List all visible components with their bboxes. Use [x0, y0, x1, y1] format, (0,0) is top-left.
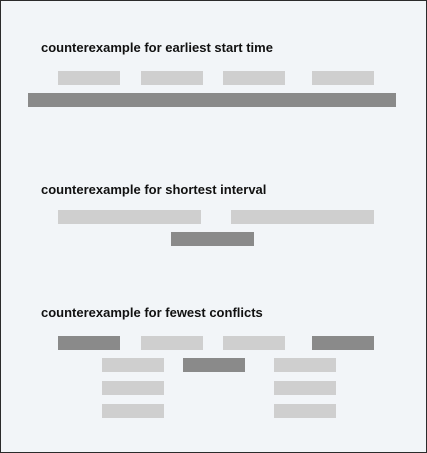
interval-bar: [231, 210, 374, 224]
interval-bar: [102, 381, 164, 395]
interval-bar-selected: [171, 232, 254, 246]
panel-title-fewest-conflicts: counterexample for fewest conflicts: [41, 305, 263, 320]
interval-bar-selected: [58, 336, 120, 350]
interval-bar: [223, 71, 285, 85]
interval-bar: [141, 336, 203, 350]
interval-bar: [274, 381, 336, 395]
interval-bar: [141, 71, 203, 85]
interval-bar: [223, 336, 285, 350]
interval-bar-selected: [28, 93, 396, 107]
interval-bar: [274, 404, 336, 418]
interval-bar: [102, 358, 164, 372]
interval-bar-selected: [183, 358, 245, 372]
panel-title-shortest-interval: counterexample for shortest interval: [41, 182, 267, 197]
interval-bar: [58, 210, 201, 224]
interval-bar-selected: [312, 336, 374, 350]
interval-bar: [312, 71, 374, 85]
panel-title-earliest-start: counterexample for earliest start time: [41, 40, 273, 55]
interval-bar: [58, 71, 120, 85]
interval-bar: [102, 404, 164, 418]
interval-bar: [274, 358, 336, 372]
